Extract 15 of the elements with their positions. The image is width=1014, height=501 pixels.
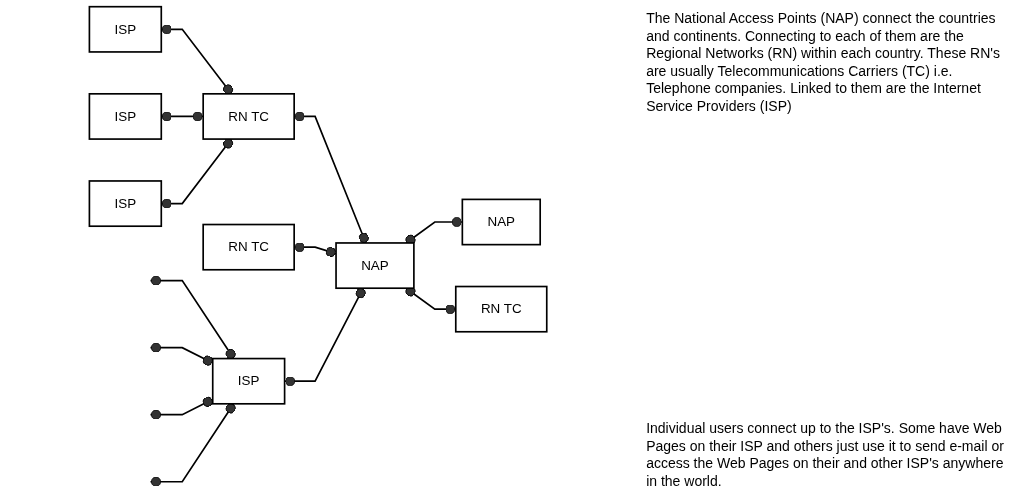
node-box: RN TC bbox=[454, 285, 548, 333]
connector bbox=[149, 396, 214, 420]
note-text: Individual users connect up to the ISP's. Some have Web Pages on their ISP and others just use it to send e-mail or access the Web Pages on their and other ISP's anywhere in the world. bbox=[646, 420, 1004, 490]
node-box: NAP bbox=[335, 242, 415, 290]
node-box: RN TC bbox=[202, 223, 295, 271]
node-box: RN TC bbox=[202, 93, 295, 140]
connector bbox=[149, 342, 214, 366]
node-box: ISP bbox=[88, 5, 163, 53]
node-box: ISP bbox=[211, 357, 286, 405]
node-box: ISP bbox=[88, 93, 163, 140]
connector bbox=[149, 275, 236, 360]
note-text: The National Access Points (NAP) connect the countries and continents. Connecting to each of them are the Regional Networks (RN) within each country. These RN's are usually Telecommunications Carriers (TC) i.e. Telephone companies. Linked to them are the Internet Service Providers (ISP) bbox=[646, 10, 1001, 115]
connector bbox=[149, 403, 236, 487]
node-box: ISP bbox=[88, 180, 163, 228]
node-box: NAP bbox=[461, 198, 541, 246]
